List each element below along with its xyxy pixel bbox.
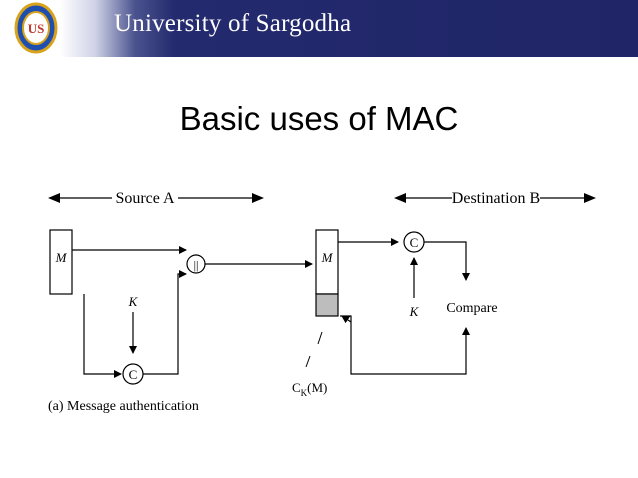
tag-to-compare-path — [340, 315, 470, 375]
university-name: University of Sargodha — [114, 10, 352, 37]
source-message-box — [49, 229, 73, 295]
dest-mac-to-compare-path — [424, 241, 470, 281]
dest-key-label: K — [409, 304, 420, 319]
mac-to-concat-path — [143, 270, 187, 375]
mac-value-label: CK(M) — [292, 380, 327, 398]
header-bar: US University of Sargodha — [0, 0, 638, 57]
source-range-arrow — [48, 193, 264, 203]
dest-message-label: M — [321, 250, 334, 265]
destination-range-arrow — [394, 193, 596, 203]
message-to-mac-path — [83, 294, 122, 378]
source-message-label: M — [55, 250, 68, 265]
diagram-caption: (a) Message authentication — [48, 399, 199, 414]
mac-pointer-tick-2 — [305, 355, 311, 368]
dest-mac-label: C — [410, 235, 419, 250]
slide-title: Basic uses of MAC — [179, 100, 459, 137]
mac-pointer-tick-1 — [317, 331, 323, 345]
source-mac-label: C — [129, 367, 138, 382]
tag-loop-head — [341, 315, 352, 324]
source-label: Source A — [115, 190, 175, 207]
destination-label: Destination B — [452, 190, 540, 207]
concat-symbol: || — [194, 258, 199, 272]
compare-label: Compare — [446, 301, 497, 316]
logo-text: US — [28, 21, 45, 36]
university-logo: US — [14, 2, 58, 54]
mac-diagram: Source A Destination B M || K C M CK(M) … — [48, 190, 596, 414]
source-key-label: K — [128, 294, 139, 309]
dest-mac-tag — [315, 293, 339, 317]
